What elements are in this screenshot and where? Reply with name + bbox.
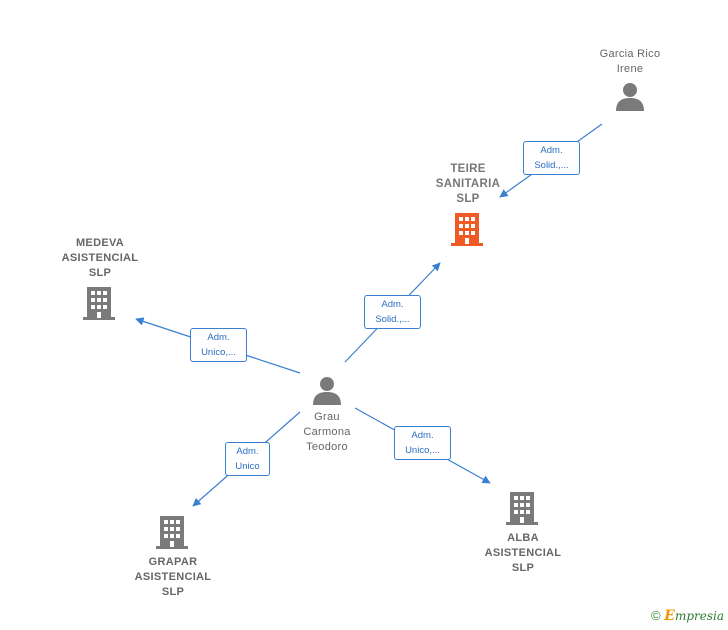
edge-label-grau-alba[interactable]: Adm. Unico,...	[394, 426, 451, 460]
person-node-grau-carmona-teodoro[interactable]: Grau Carmona Teodoro	[277, 375, 377, 455]
edge-label-garcia-teire[interactable]: Adm. Solid.,...	[523, 141, 580, 175]
brand-logo: Empresia	[664, 608, 724, 624]
company-node-teire-sanitaria[interactable]: TEIRE SANITARIA SLP	[418, 162, 518, 252]
empresia-watermark: © Empresia	[651, 608, 724, 624]
company-node-medeva-asistencial[interactable]: MEDEVA ASISTENCIAL SLP	[50, 236, 150, 326]
person-name: Garcia Rico Irene	[599, 48, 661, 75]
person-icon	[313, 377, 341, 405]
building-icon	[83, 287, 115, 320]
building-icon	[156, 516, 188, 549]
company-name: GRAPAR ASISTENCIAL SLP	[134, 556, 212, 598]
person-name: Grau Carmona Teodoro	[303, 411, 351, 453]
person-node-garcia-rico-irene[interactable]: Garcia Rico Irene	[580, 47, 680, 116]
company-name: MEDEVA ASISTENCIAL SLP	[61, 237, 139, 279]
building-icon	[451, 213, 483, 246]
company-node-alba-asistencial[interactable]: ALBA ASISTENCIAL SLP	[473, 490, 573, 576]
copyright-symbol: ©	[651, 608, 661, 623]
edge-label-grau-grapar[interactable]: Adm. Unico	[225, 442, 270, 476]
edge-label-grau-medeva[interactable]: Adm. Unico,...	[190, 328, 247, 362]
company-name: TEIRE SANITARIA SLP	[435, 163, 501, 205]
edge-label-grau-teire[interactable]: Adm. Solid.,...	[364, 295, 421, 329]
person-icon	[616, 83, 644, 111]
company-node-grapar-asistencial[interactable]: GRAPAR ASISTENCIAL SLP	[123, 514, 223, 600]
company-name: ALBA ASISTENCIAL SLP	[484, 532, 562, 574]
building-icon	[506, 492, 538, 525]
